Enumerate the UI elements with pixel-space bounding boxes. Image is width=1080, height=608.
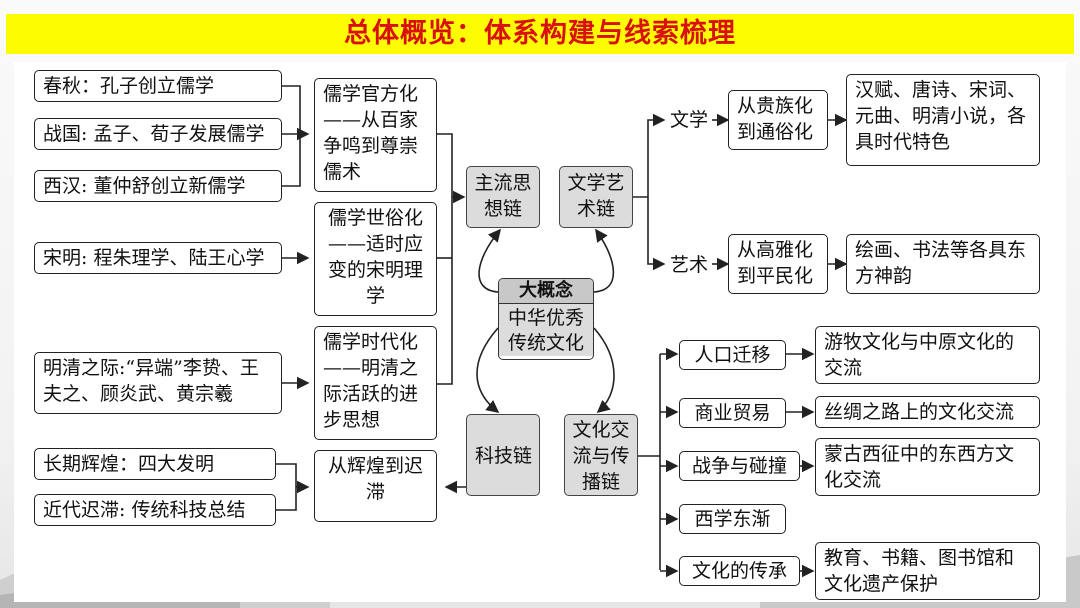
stage-official: 儒学官方化——从百家争鸣到尊崇儒术 bbox=[314, 78, 437, 192]
exchange-trade-detail: 丝绸之路上的文化交流 bbox=[815, 396, 1040, 428]
label-literature: 文学 bbox=[670, 109, 709, 131]
core-concept-body: 中华优秀传统文化 bbox=[499, 304, 593, 356]
stage-secular: 儒学世俗化——适时应变的宋明理学 bbox=[314, 202, 437, 316]
stage-tech: 从辉煌到迟滞 bbox=[314, 450, 437, 522]
idea-jindai: 近代迟滞: 传统科技总结 bbox=[34, 494, 276, 526]
exchange-migration: 人口迁移 bbox=[679, 340, 786, 370]
idea-changqi: 长期辉煌：四大发明 bbox=[34, 448, 276, 480]
idea-zhanguo: 战国: 孟子、荀子发展儒学 bbox=[34, 118, 282, 150]
core-concept-head: 大概念 bbox=[499, 279, 593, 304]
exchange-heritage-detail: 教育、书籍、图书馆和文化遗产保护 bbox=[815, 542, 1040, 600]
idea-xihan: 西汉: 董仲舒创立新儒学 bbox=[34, 170, 282, 202]
exchange-war-detail: 蒙古西征中的东西方文化交流 bbox=[815, 438, 1040, 496]
stage-modern: 儒学时代化——明清之际活跃的进步思想 bbox=[314, 326, 437, 440]
page-title: 总体概览：体系构建与线索梳理 bbox=[6, 14, 1074, 54]
trend-art: 从高雅化到平民化 bbox=[728, 234, 828, 294]
idea-mingqing: 明清之际:“异端”李贽、王夫之、顾炎武、黄宗羲 bbox=[34, 352, 282, 414]
exchange-westernlearning: 西学东渐 bbox=[679, 504, 786, 534]
label-art: 艺术 bbox=[670, 254, 709, 276]
trend-literature: 从贵族化到通俗化 bbox=[728, 90, 828, 150]
idea-chunqiu: 春秋：孔子创立儒学 bbox=[34, 70, 282, 102]
idea-songming: 宋明: 程朱理学、陆王心学 bbox=[34, 242, 282, 274]
exchange-trade: 商业贸易 bbox=[679, 398, 786, 428]
chain-tech: 科技链 bbox=[466, 414, 540, 496]
detail-art: 绘画、书法等各具东方神韵 bbox=[846, 234, 1040, 294]
chain-art: 文学艺术链 bbox=[559, 166, 633, 228]
exchange-war: 战争与碰撞 bbox=[679, 451, 800, 481]
exchange-heritage: 文化的传承 bbox=[679, 556, 800, 586]
exchange-migration-detail: 游牧文化与中原文化的交流 bbox=[815, 326, 1040, 384]
chain-thought: 主流思想链 bbox=[466, 166, 540, 228]
detail-literature: 汉赋、唐诗、宋词、元曲、明清小说，各具时代特色 bbox=[846, 74, 1040, 166]
core-concept: 大概念 中华优秀传统文化 bbox=[498, 278, 594, 360]
chain-exchange: 文化交流与传播链 bbox=[564, 414, 638, 496]
